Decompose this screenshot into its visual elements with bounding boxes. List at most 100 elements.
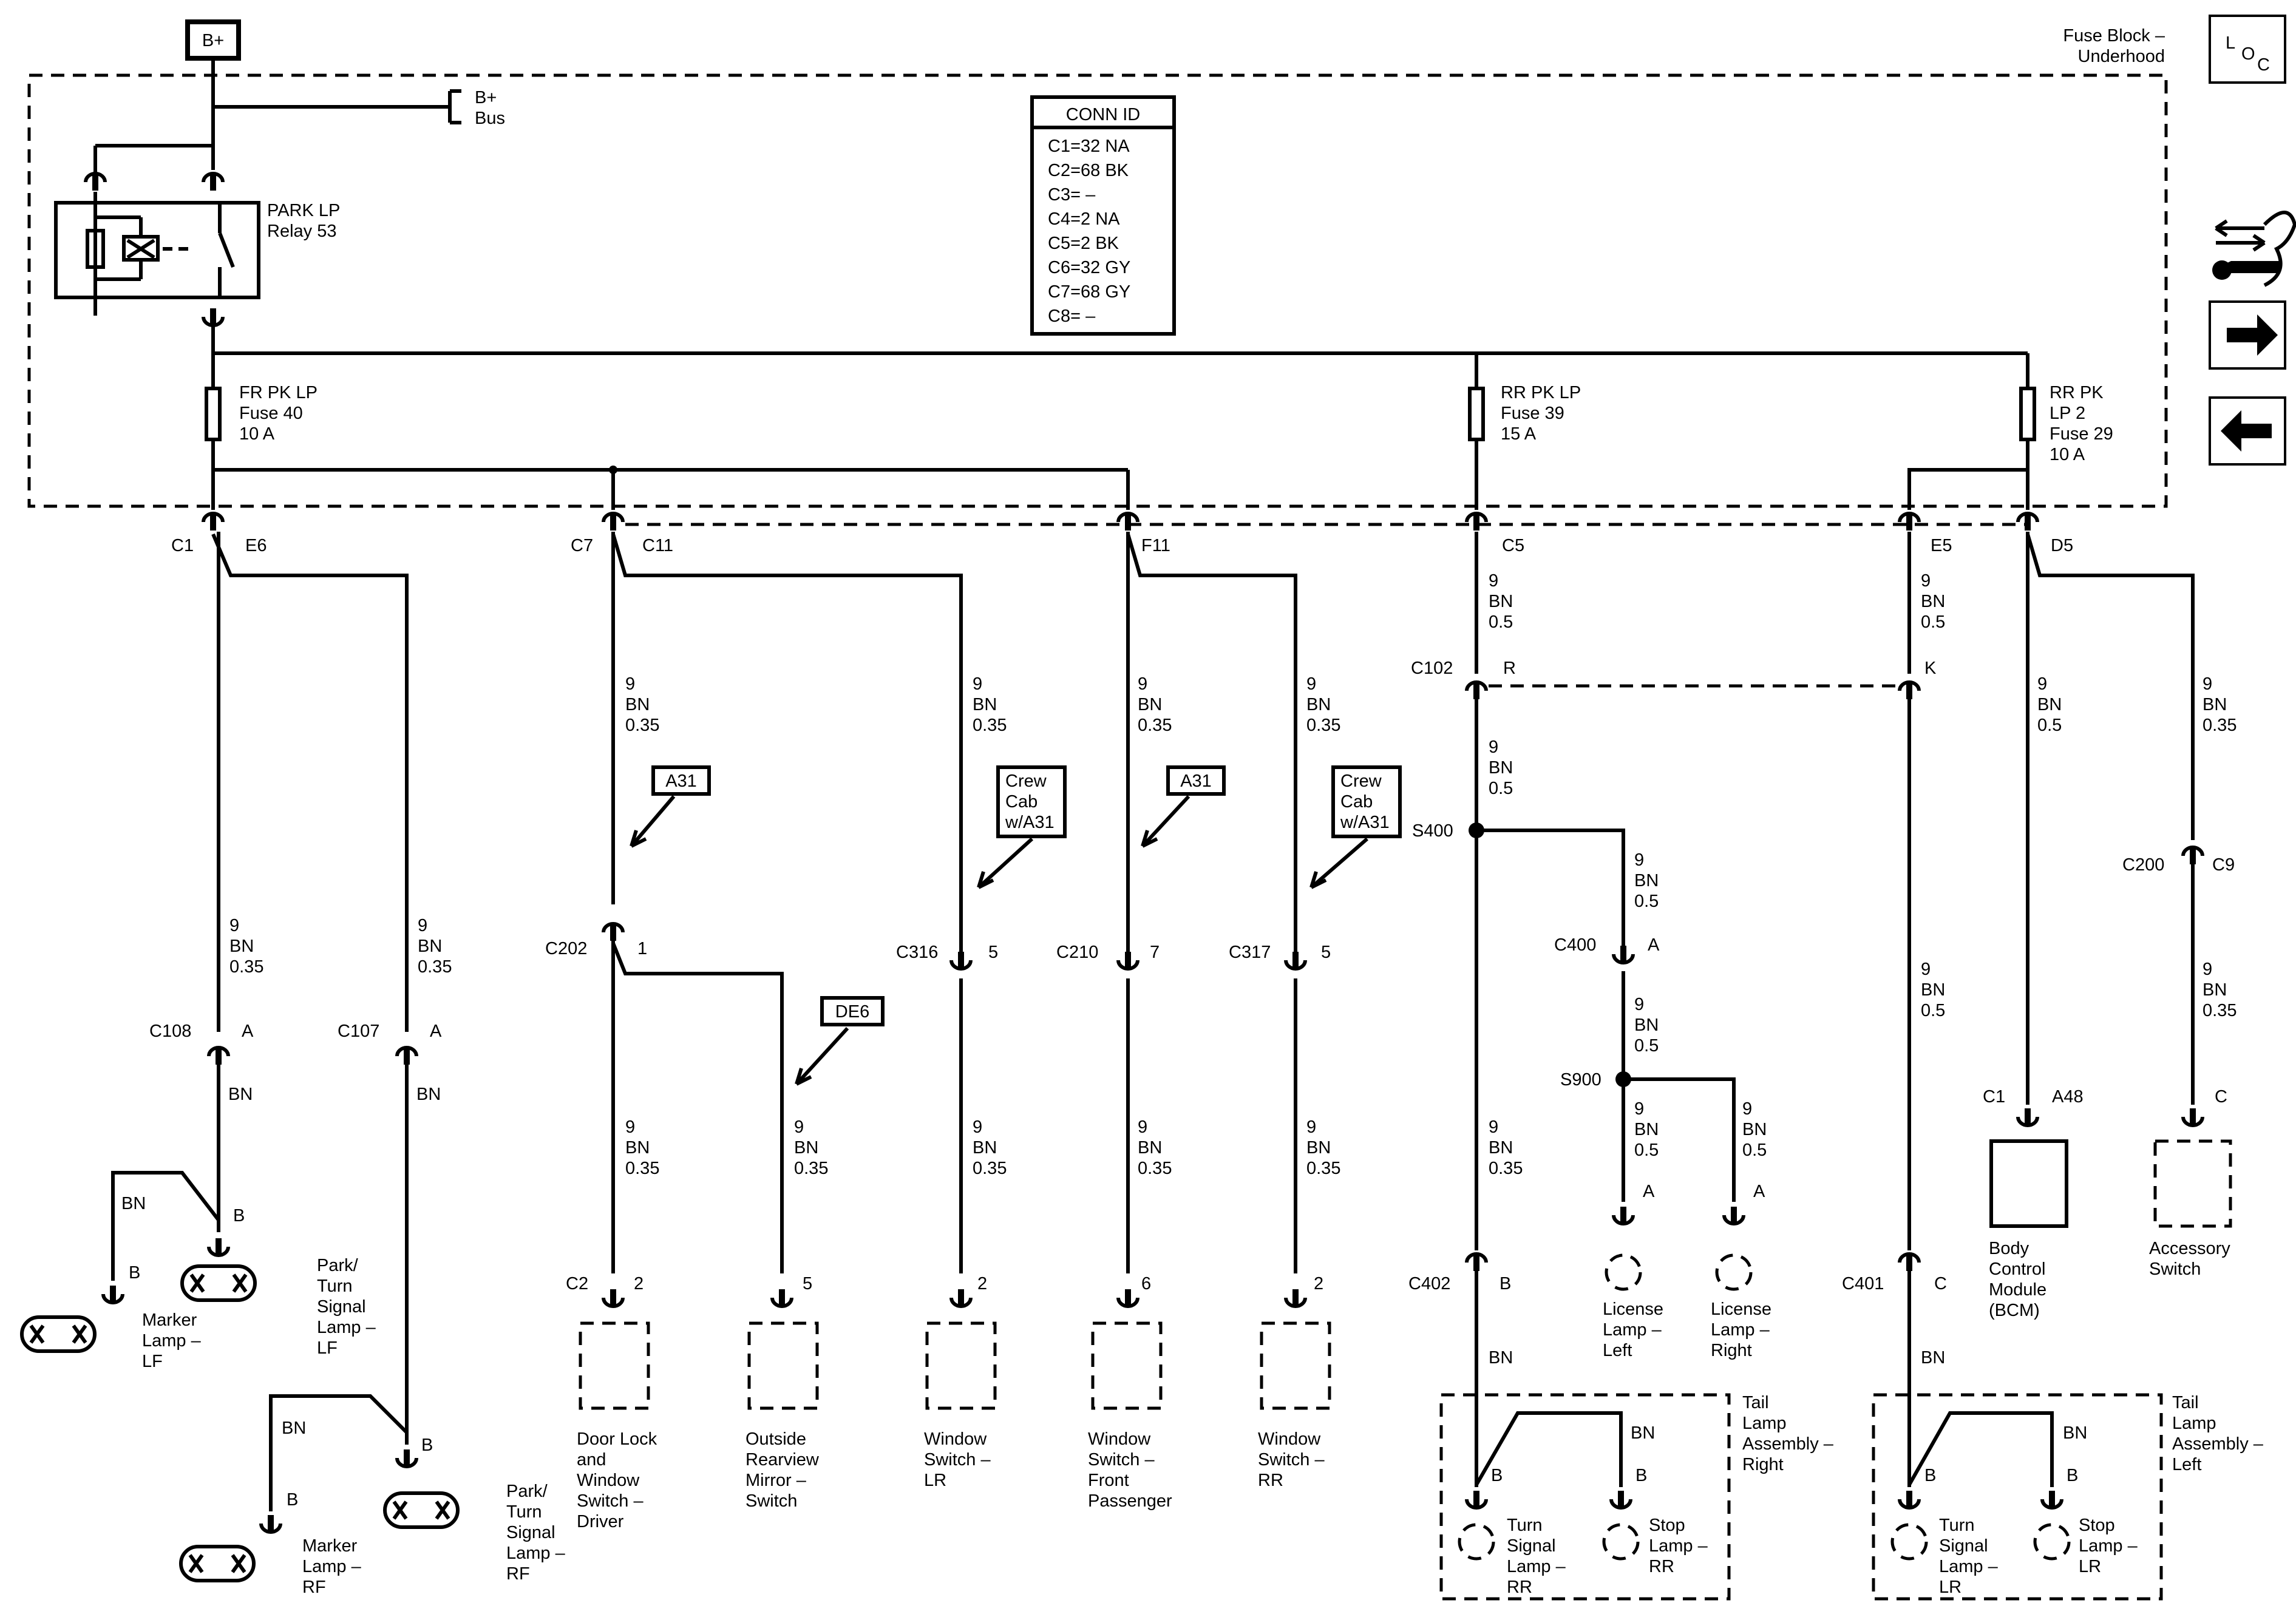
label-c401-pin: C [1934, 1274, 1947, 1293]
conn-id-table: CONN ID C1=32 NA C2=68 BK C3= – C4=2 NA … [1030, 95, 1176, 336]
label-c317-pin: 5 [1321, 943, 1331, 962]
tail-left-label: Left [2172, 1455, 2201, 1474]
wire-label: 0.5 [1634, 1141, 1659, 1160]
lic-right-label: Right [1711, 1341, 1752, 1360]
wire-label: BN [1489, 592, 1513, 611]
fuse-block-title-1: Fuse Block – [2063, 26, 2165, 46]
connector-c200 [2183, 847, 2203, 864]
wire-label: BN [1921, 592, 1945, 611]
park-lf-label: Park/ [317, 1256, 359, 1275]
wire-label: BN [1634, 871, 1659, 890]
label-c108-pin: A [242, 1022, 254, 1041]
wire-label: 0.5 [1921, 1001, 1945, 1020]
win-rr-label: RR [1258, 1471, 1283, 1490]
loc-c: C [2257, 55, 2270, 75]
label-bcm-pin: A48 [2052, 1087, 2084, 1107]
connector-c102-k [1900, 682, 1919, 699]
mirror-label: Rearview [746, 1450, 820, 1470]
turn-rr-label: Signal [1507, 1536, 1556, 1556]
wire-label: 9 [2203, 960, 2212, 979]
pin-label: A [1753, 1182, 1765, 1201]
park-rf-pin [397, 1449, 416, 1466]
park-rf-label: Park/ [506, 1482, 548, 1501]
fuse-40 [205, 387, 222, 441]
door-lock-label: and [577, 1450, 606, 1470]
wire-label: 9 [625, 674, 635, 694]
loc-box[interactable]: L O C [2209, 15, 2286, 84]
acc-label: Switch [2149, 1259, 2201, 1279]
wire-label: 0.5 [1634, 892, 1659, 911]
connector-c108 [209, 1048, 228, 1065]
tail-left-label: Lamp [2172, 1414, 2216, 1433]
arrow-left-icon [2221, 410, 2272, 452]
wire-label: 0.35 [418, 957, 452, 977]
door-lock-label: Door Lock [577, 1429, 657, 1449]
label-k: K [1924, 659, 1937, 678]
wire-label: 0.5 [1489, 779, 1513, 798]
wire-label: 9 [1634, 850, 1644, 870]
wire-label: BN [2203, 695, 2227, 714]
wire-label: BN [1306, 1138, 1331, 1158]
label-f11: F11 [1141, 536, 1170, 555]
prev-page-button[interactable] [2209, 396, 2286, 466]
marker-rf-label: Marker [302, 1536, 358, 1556]
wire-label: 9 [1634, 995, 1644, 1014]
loc-o: O [2241, 44, 2255, 64]
pin-label: B [1924, 1466, 1936, 1485]
bus-label-2: Bus [475, 109, 505, 128]
option-label: Cab [1005, 792, 1038, 812]
fuse-39-label: 15 A [1501, 424, 1537, 444]
window-switch-rr [1260, 1289, 1331, 1410]
label-c5: C5 [1502, 536, 1524, 555]
label-c400-pin: A [1648, 935, 1660, 955]
park-rf-label: RF [506, 1564, 530, 1584]
bplus-label: B+ [202, 31, 224, 50]
next-page-button[interactable] [2209, 300, 2286, 370]
wire-label: BN [1921, 1348, 1945, 1368]
wire-label: BN [625, 695, 650, 714]
connector-c107 [397, 1048, 416, 1065]
option-label: Crew [1005, 771, 1047, 791]
wire-label: BN [1306, 695, 1331, 714]
pin-label: B [287, 1490, 298, 1510]
wire-label: 0.5 [1742, 1141, 1767, 1160]
wire-label: 9 [418, 916, 427, 935]
wire-label: 0.5 [1921, 612, 1945, 632]
turn-rr-label: Lamp – [1507, 1557, 1566, 1576]
label-c11: C11 [642, 536, 673, 555]
conn-id-row: C4=2 NA [1048, 209, 1120, 229]
connector-c202 [603, 924, 623, 941]
wire-label: BN [973, 695, 997, 714]
window-switch-front-passenger [1091, 1289, 1163, 1410]
turn-lr-label: Lamp – [1939, 1557, 1999, 1576]
pin-label: 6 [1141, 1274, 1151, 1293]
turn-rr-label: Turn [1507, 1516, 1543, 1535]
label-e6: E6 [245, 536, 267, 555]
wire-label: 9 [1489, 1117, 1498, 1137]
label-c401: C401 [1842, 1274, 1884, 1293]
wire-label: 0.5 [2037, 716, 2062, 735]
fuse-29-label: Fuse 29 [2050, 424, 2113, 444]
marker-lf-label: Lamp – [142, 1331, 202, 1351]
marker-lf-pin [103, 1286, 123, 1303]
wire-label: 9 [794, 1117, 804, 1137]
label-c316: C316 [896, 943, 938, 962]
marker-lamp-rf [181, 1547, 254, 1581]
option-label: w/A31 [1005, 813, 1055, 832]
stop-lr-label: Stop [2079, 1516, 2115, 1535]
connector-c5 [1467, 514, 1486, 531]
label-r: R [1503, 659, 1516, 678]
wire-label: 9 [1634, 1099, 1644, 1119]
wire-label: 0.35 [973, 1159, 1007, 1178]
label-c202: C202 [545, 939, 587, 958]
tail-right-label: Assembly – [1742, 1434, 1834, 1454]
park-lf-pin [209, 1238, 228, 1255]
label-c1: C1 [171, 536, 194, 555]
fuse-40-label: Fuse 40 [239, 404, 303, 423]
schematic-tools-icon[interactable] [2212, 211, 2296, 287]
option-de6: DE6 [795, 996, 885, 1086]
bcm-label: (BCM) [1989, 1301, 2040, 1320]
fuse-40-label: FR PK LP [239, 383, 318, 402]
wire-label: 0.35 [1138, 1159, 1172, 1178]
wire-label: 9 [1138, 674, 1147, 694]
